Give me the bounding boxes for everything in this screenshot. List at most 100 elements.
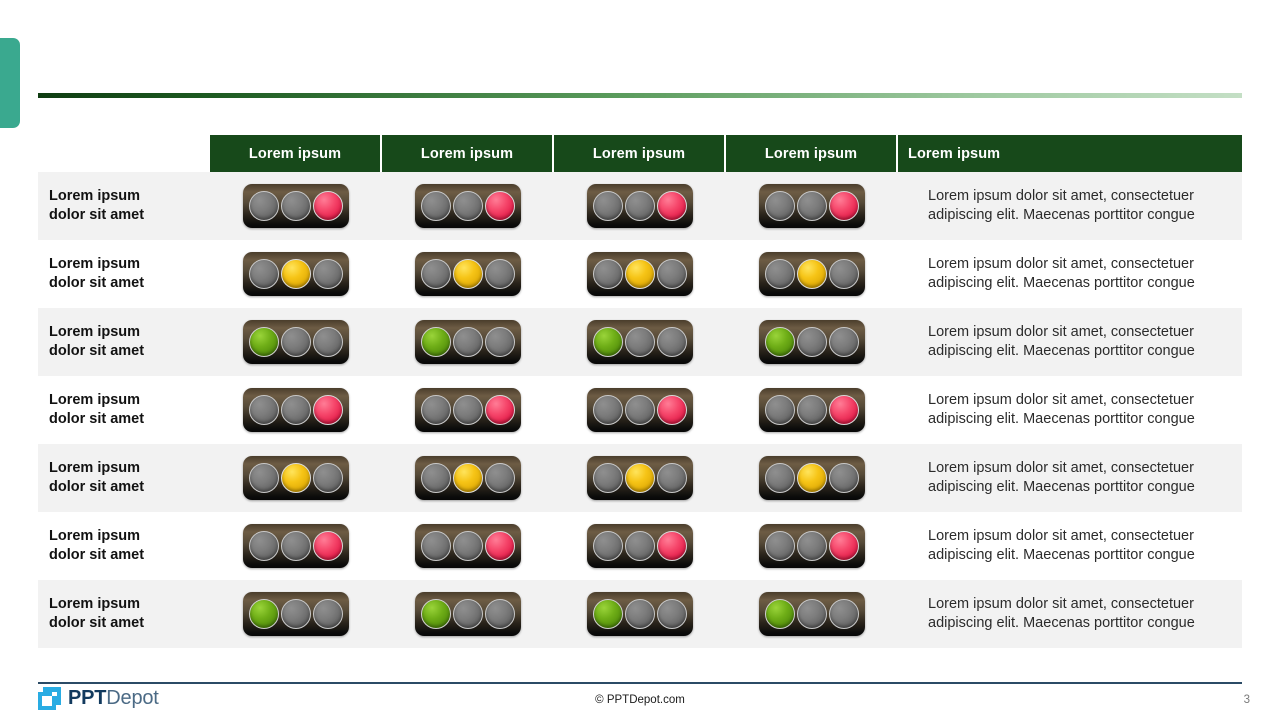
- traffic-light-cell[interactable]: [726, 456, 898, 500]
- lamp-yellow-off: [797, 599, 827, 629]
- traffic-light-cell[interactable]: [726, 592, 898, 636]
- logo-wordmark: PPTDepot: [68, 687, 159, 710]
- lamp-yellow-off: [797, 395, 827, 425]
- traffic-light-cell[interactable]: [210, 320, 382, 364]
- lamp-yellow-on: [453, 259, 483, 289]
- traffic-light-cell[interactable]: [554, 320, 726, 364]
- lamp-green-off: [249, 531, 279, 561]
- lamp-green-off: [593, 191, 623, 221]
- lamp-red-on: [657, 395, 687, 425]
- traffic-light-icon: [243, 184, 349, 228]
- lamp-red-on: [657, 191, 687, 221]
- traffic-light-icon: [415, 456, 521, 500]
- traffic-light-cell[interactable]: [382, 456, 554, 500]
- traffic-light-icon: [243, 524, 349, 568]
- traffic-light-icon: [759, 320, 865, 364]
- lamp-green-on: [765, 599, 795, 629]
- traffic-light-cell[interactable]: [382, 252, 554, 296]
- footer: PPTDepot © PPTDepot.com 3: [0, 684, 1280, 720]
- traffic-light-cell[interactable]: [554, 456, 726, 500]
- traffic-light-cell[interactable]: [554, 184, 726, 228]
- lamp-red-off: [829, 463, 859, 493]
- lamp-yellow-off: [625, 327, 655, 357]
- lamp-red-on: [829, 191, 859, 221]
- traffic-light-cell[interactable]: [210, 184, 382, 228]
- lamp-red-off: [313, 463, 343, 493]
- traffic-light-cell[interactable]: [382, 592, 554, 636]
- lamp-red-on: [313, 531, 343, 561]
- row-label-line1: Lorem ipsum: [49, 324, 141, 340]
- traffic-light-cell[interactable]: [210, 592, 382, 636]
- traffic-light-cell[interactable]: [210, 388, 382, 432]
- lamp-yellow-off: [625, 599, 655, 629]
- lamp-red-on: [485, 191, 515, 221]
- traffic-light-icon: [415, 252, 521, 296]
- pptdepot-logo[interactable]: PPTDepot: [38, 687, 159, 710]
- lamp-green-on: [593, 327, 623, 357]
- traffic-light-cell[interactable]: [554, 252, 726, 296]
- row-label-line2: dolor sit amet: [49, 343, 145, 359]
- traffic-light-icon: [587, 592, 693, 636]
- lamp-green-off: [249, 463, 279, 493]
- lamp-green-on: [421, 599, 451, 629]
- lamp-green-off: [593, 463, 623, 493]
- traffic-light-cell[interactable]: [726, 388, 898, 432]
- traffic-light-icon: [587, 388, 693, 432]
- traffic-light-cell[interactable]: [210, 524, 382, 568]
- lamp-red-on: [313, 191, 343, 221]
- lamp-yellow-off: [281, 599, 311, 629]
- traffic-light-cell[interactable]: [382, 320, 554, 364]
- traffic-light-cell[interactable]: [726, 320, 898, 364]
- lamp-green-off: [593, 395, 623, 425]
- lamp-yellow-off: [797, 327, 827, 357]
- traffic-light-cell[interactable]: [382, 184, 554, 228]
- traffic-light-cell[interactable]: [210, 456, 382, 500]
- column-header-2[interactable]: Lorem ipsum: [382, 135, 554, 172]
- traffic-light-cell[interactable]: [726, 524, 898, 568]
- lamp-green-off: [421, 395, 451, 425]
- column-header-3[interactable]: Lorem ipsum: [554, 135, 726, 172]
- column-header-5[interactable]: Lorem ipsum: [908, 145, 1001, 162]
- lamp-yellow-on: [625, 463, 655, 493]
- column-header-4[interactable]: Lorem ipsum: [726, 135, 898, 172]
- lamp-yellow-off: [453, 531, 483, 561]
- lamp-yellow-on: [797, 463, 827, 493]
- row-label-line2: dolor sit amet: [49, 275, 145, 291]
- traffic-light-icon: [243, 320, 349, 364]
- traffic-light-cell[interactable]: [382, 524, 554, 568]
- pptdepot-logo-icon: [38, 687, 61, 710]
- traffic-light-cell[interactable]: [554, 524, 726, 568]
- row-description: Lorem ipsum dolor sit amet, consectetuer…: [928, 595, 1195, 632]
- lamp-green-off: [593, 259, 623, 289]
- lamp-red-on: [485, 531, 515, 561]
- column-header-1[interactable]: Lorem ipsum: [210, 135, 382, 172]
- traffic-light-cell[interactable]: [554, 388, 726, 432]
- lamp-yellow-off: [453, 395, 483, 425]
- page-number: 3: [1243, 694, 1250, 706]
- row-description: Lorem ipsum dolor sit amet, consectetuer…: [928, 391, 1195, 428]
- lamp-green-off: [249, 259, 279, 289]
- lamp-green-on: [249, 599, 279, 629]
- traffic-light-cell[interactable]: [726, 184, 898, 228]
- traffic-light-icon: [587, 524, 693, 568]
- lamp-yellow-on: [797, 259, 827, 289]
- traffic-light-cell[interactable]: [554, 592, 726, 636]
- lamp-red-on: [485, 395, 515, 425]
- traffic-light-cell[interactable]: [382, 388, 554, 432]
- lamp-yellow-off: [625, 531, 655, 561]
- logo-text-bold: PPT: [68, 687, 107, 709]
- lamp-yellow-off: [453, 191, 483, 221]
- traffic-light-cell[interactable]: [726, 252, 898, 296]
- traffic-light-cell[interactable]: [210, 252, 382, 296]
- row-label-line1: Lorem ipsum: [49, 256, 141, 272]
- lamp-green-off: [765, 191, 795, 221]
